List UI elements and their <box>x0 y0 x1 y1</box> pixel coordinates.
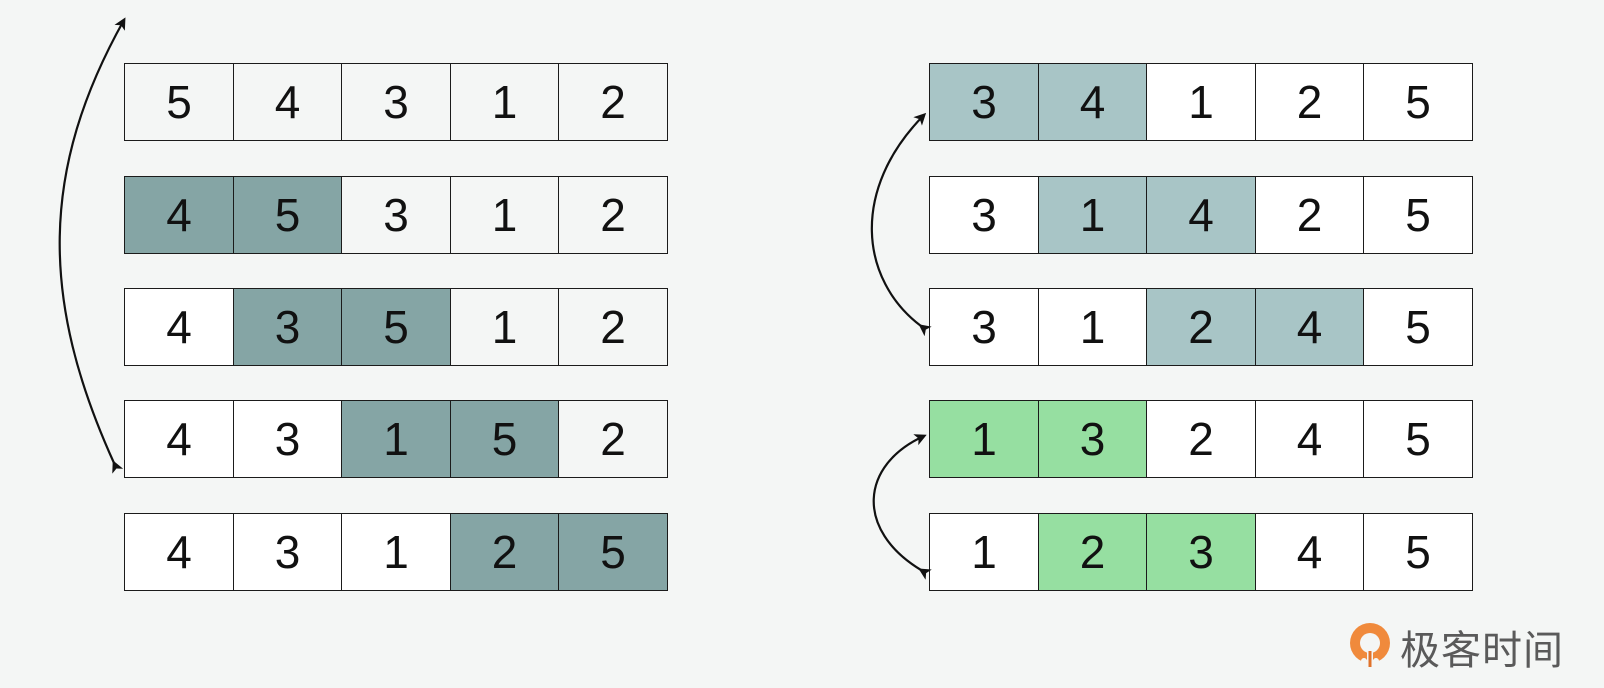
array-cell: 1 <box>341 400 451 478</box>
array-cell: 4 <box>1037 63 1148 141</box>
array-cell: 4 <box>1254 513 1365 591</box>
array-cell: 1 <box>449 288 560 366</box>
array-cell: 3 <box>929 288 1039 366</box>
array-cell: 1 <box>929 513 1039 591</box>
array-cell: 1 <box>1037 288 1148 366</box>
array-cell: 5 <box>1363 63 1473 141</box>
array-cell: 2 <box>1254 63 1365 141</box>
array-cell: 4 <box>1146 176 1256 254</box>
array-cell: 4 <box>1254 400 1365 478</box>
array-cell: 2 <box>1037 513 1148 591</box>
array-cell: 3 <box>929 176 1039 254</box>
array-cell: 4 <box>124 288 234 366</box>
right-upper-arrow <box>870 112 932 337</box>
array-cell: 5 <box>341 288 451 366</box>
array-cell: 2 <box>1146 400 1256 478</box>
array-cell: 3 <box>232 513 343 591</box>
array-cell: 2 <box>558 288 668 366</box>
array-cell: 5 <box>558 513 668 591</box>
left-large-arrow <box>58 17 126 474</box>
logo-text: 极客时间 <box>1400 628 1564 674</box>
geektime-logo-icon <box>1350 623 1390 673</box>
array-cell: 1 <box>341 513 451 591</box>
array-cell: 3 <box>341 63 451 141</box>
array-cell: 5 <box>1363 513 1473 591</box>
array-cell: 3 <box>232 400 343 478</box>
array-cell: 5 <box>1363 176 1473 254</box>
array-cell: 4 <box>124 176 234 254</box>
array-cell: 2 <box>1146 288 1256 366</box>
geektime-logo: 极客时间 <box>1346 618 1564 676</box>
array-cell: 3 <box>232 288 343 366</box>
array-cell: 4 <box>124 400 234 478</box>
array-cell: 3 <box>1146 513 1256 591</box>
array-cell: 4 <box>232 63 343 141</box>
array-cell: 3 <box>929 63 1039 141</box>
array-cell: 2 <box>449 513 560 591</box>
array-cell: 5 <box>1363 400 1473 478</box>
array-cell: 1 <box>1037 176 1148 254</box>
array-cell: 1 <box>449 176 560 254</box>
array-cell: 5 <box>232 176 343 254</box>
array-cell: 5 <box>124 63 234 141</box>
array-cell: 1 <box>929 400 1039 478</box>
array-cell: 5 <box>1363 288 1473 366</box>
array-cell: 1 <box>449 63 560 141</box>
array-cell: 3 <box>341 176 451 254</box>
array-cell: 5 <box>449 400 560 478</box>
array-cell: 2 <box>558 176 668 254</box>
array-cell: 4 <box>1254 288 1365 366</box>
array-cell: 3 <box>1037 400 1148 478</box>
array-cell: 2 <box>558 63 668 141</box>
array-cell: 1 <box>1146 63 1256 141</box>
array-cell: 2 <box>1254 176 1365 254</box>
right-lower-arrow <box>872 434 932 580</box>
array-cell: 2 <box>558 400 668 478</box>
array-cell: 4 <box>124 513 234 591</box>
